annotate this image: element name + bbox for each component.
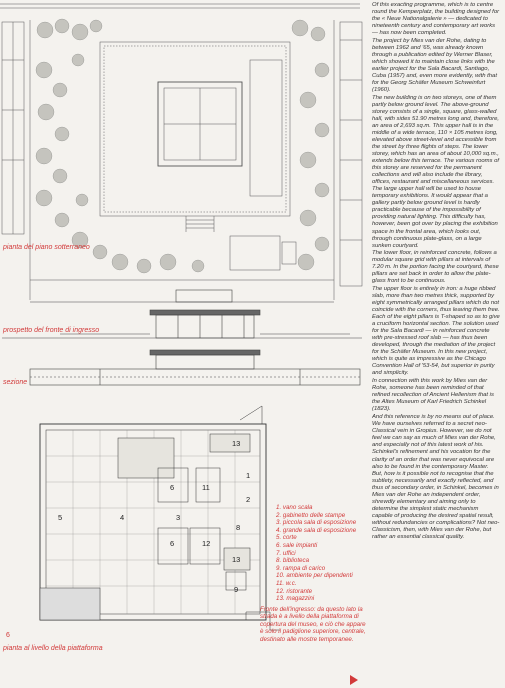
legend-item: 5. corte [276,534,297,542]
article-paragraph: The lower floor, in reinforced concrete,… [372,250,499,285]
next-page-arrow-icon[interactable] [350,675,358,685]
plan-number: 11 [202,483,210,492]
legend-item: 13. magazzini [276,595,315,603]
legend-item: 6. sale impianti [276,541,318,549]
section-drawing [29,349,361,386]
plan-number: 9 [234,585,238,594]
caption-entrance-elevation: prospetto del fronte di ingresso [3,327,100,334]
article-paragraph: And this reference is by no means out of… [372,413,496,448]
plan-number: 1 [246,471,250,480]
article-paragraph: Of this exacting programme, which is to … [372,2,500,37]
plan-number: 4 [120,513,124,522]
page-number: 6 [6,632,10,639]
plan-number: 13 [232,439,240,448]
legend-item: 1. vano scala [276,504,313,511]
room-legend: 1. vano scala 2. gabinetto delle stampe … [276,504,356,603]
legend-item: 3. piccola sala di esposizione [276,519,357,527]
plan-number: 3 [176,513,180,522]
plan-number: 13 [232,555,240,564]
site-plan-terrace [99,41,291,232]
platform-plan-drawing [39,405,280,631]
article-paragraph: The project by Mies van der Rohe, dating… [372,37,497,94]
entrance-front-note: Fronte dell'ingresso: da questo lato la … [260,606,366,643]
trees [35,18,330,274]
plan-number: 6 [170,539,174,548]
legend-item: 11. w.c. [276,579,297,587]
legend-item: 4. grande sala di esposizione [276,526,357,534]
plan-number: 8 [236,523,240,532]
article-paragraph: The upper floor is entirely in iron: a h… [372,285,500,377]
plan-number: 2 [246,495,250,504]
legend-item: 12. ristorante [276,587,313,595]
caption-platform-plan: pianta al livello della piattaforma [3,645,103,652]
plan-number: 5 [58,513,62,522]
entrance-elevation-drawing [2,309,362,339]
article-paragraph: In connection with this work by Mies van… [372,377,494,413]
site-plan-right-block [339,21,363,287]
plan-number: 6 [170,483,174,492]
plan-number: 12 [202,539,210,548]
legend-item: 9. rampa di carico [276,564,326,572]
legend-item: 10. ambiente per dipendenti [276,572,353,580]
article-text-column: Of this exacting programme, which is to … [372,2,500,686]
article-paragraph: Schinkel's refinement and his vocation f… [372,449,500,541]
site-plan-left-block [1,21,25,235]
plan-room-numbers: 13 5 4 3 1 2 6 11 8 12 13 9 6 [58,439,250,594]
article-paragraph: The new building is on two storeys, one … [372,94,500,249]
basement-strip [30,289,334,303]
caption-section: sezione [3,379,28,386]
site-plan-church [229,235,297,271]
legend-item: 2. gabinetto delle stampe [276,511,346,519]
caption-basement-plan: pianta del piano sotterraneo [3,244,90,251]
architectural-drawings: 13 5 4 3 1 2 6 11 8 12 13 9 6 [0,3,363,631]
legend-item: 7. uffici [276,549,296,557]
legend-item: 8. biblioteca [276,557,310,565]
